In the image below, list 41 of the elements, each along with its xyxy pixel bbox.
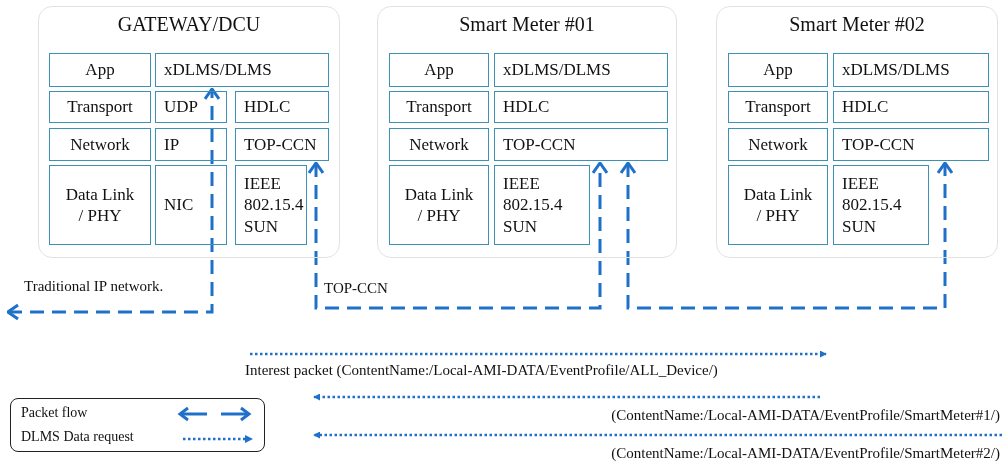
layer-cell: xDLMS/DLMS	[833, 53, 989, 87]
device-title: Smart Meter #01	[458, 13, 596, 36]
dashed-arrow	[619, 161, 954, 310]
layer-cell: IEEE 802.15.4 SUN	[833, 165, 929, 245]
layer-cell: Network	[389, 128, 489, 161]
dashed-arrow	[307, 161, 609, 310]
device-title: GATEWAY/DCU	[116, 13, 262, 36]
packet-label: (ContentName:/Local-AMI-DATA/EventProfile/SmartMeter#2/)	[611, 445, 1000, 462]
layer-cell: Transport	[389, 91, 489, 123]
layer-cell: TOP-CCN	[833, 128, 989, 161]
packet-label: Interest packet (ContentName:/Local-AMI-DATA/EventProfile/ALL_Device/)	[245, 362, 718, 379]
layer-cell: IP	[155, 128, 227, 161]
layer-cell: IEEE 802.15.4 SUN	[235, 165, 307, 245]
layer-cell: IEEE 802.15.4 SUN	[494, 165, 590, 245]
device-panel	[716, 6, 998, 258]
layer-cell: Transport	[49, 91, 151, 123]
layer-cell: xDLMS/DLMS	[494, 53, 668, 87]
device-title: Smart Meter #02	[788, 13, 926, 36]
layer-cell: Data Link / PHY	[728, 165, 828, 245]
layer-cell: TOP-CCN	[494, 128, 668, 161]
layer-cell: App	[728, 53, 828, 87]
layer-cell: NIC	[155, 165, 227, 245]
legend-label: DLMS Data request	[21, 429, 134, 445]
layer-cell: App	[389, 53, 489, 87]
device-panel	[377, 6, 677, 258]
layer-cell: TOP-CCN	[235, 128, 329, 161]
layer-cell: HDLC	[235, 91, 329, 123]
layer-cell: Network	[49, 128, 151, 161]
dashed-arrow	[6, 87, 221, 321]
layer-cell: HDLC	[833, 91, 989, 123]
layer-cell: Data Link / PHY	[389, 165, 489, 245]
layer-cell: Data Link / PHY	[49, 165, 151, 245]
packet-label: (ContentName:/Local-AMI-DATA/EventProfile/SmartMeter#1/)	[611, 407, 1000, 424]
layer-cell: Network	[728, 128, 828, 161]
device-panel	[38, 6, 340, 258]
legend-label: Packet flow	[21, 405, 88, 421]
layer-cell: App	[49, 53, 151, 87]
layer-cell: Transport	[728, 91, 828, 123]
layer-cell: xDLMS/DLMS	[155, 53, 329, 87]
layer-cell: HDLC	[494, 91, 668, 123]
layer-cell: UDP	[155, 91, 227, 123]
